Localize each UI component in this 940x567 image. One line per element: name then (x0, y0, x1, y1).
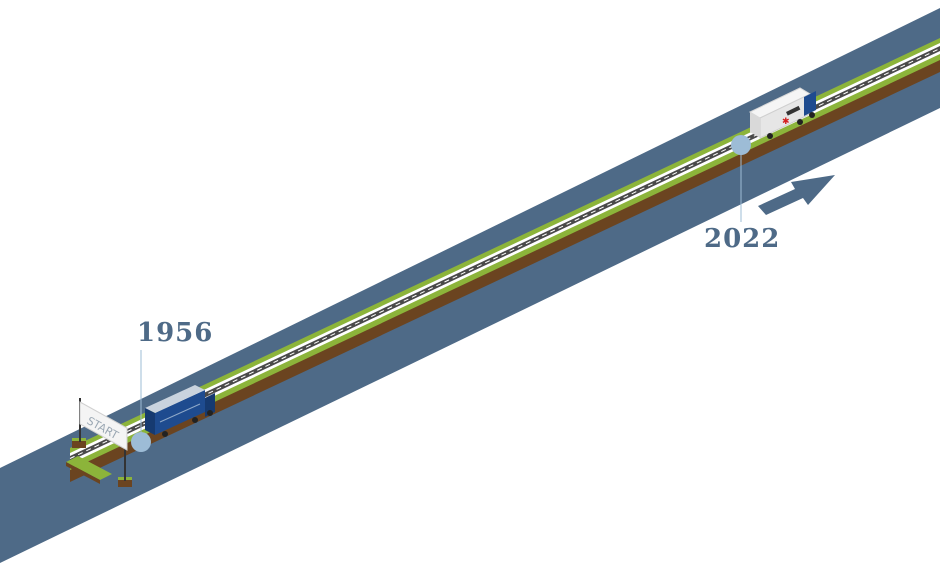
start-banner: START (72, 398, 132, 487)
milestone-2022-marker (731, 135, 751, 155)
modern-truck-logo-mark: ✱ (782, 117, 790, 127)
modern-truck-wheel-3 (809, 112, 815, 118)
vintage-truck-top (145, 385, 205, 413)
milestone-1956-marker (131, 432, 151, 452)
road (66, 38, 940, 484)
modern-truck-icon: ✱ (748, 87, 816, 139)
start-post-right-base (118, 479, 132, 487)
vintage-truck-wheel-1 (162, 431, 168, 437)
vintage-truck-icon (145, 385, 215, 437)
vintage-truck-cab (205, 393, 215, 417)
vintage-truck-front (145, 408, 155, 435)
modern-truck-front (750, 112, 760, 138)
start-sign-panel (79, 401, 128, 451)
start-platform (66, 456, 112, 480)
road-soil-edge (70, 58, 940, 482)
milestone-1956-year: 1956 (137, 318, 214, 348)
arrow-up-right-icon (758, 175, 835, 215)
modern-truck-wheel-2 (797, 119, 803, 125)
milestone-2022-year: 2022 (704, 224, 781, 254)
modern-truck-logo (785, 105, 801, 116)
vintage-truck-wheel-3 (207, 410, 213, 416)
start-post-left-base (72, 440, 86, 448)
vintage-truck-wheel-2 (192, 417, 198, 423)
modern-truck-cab (804, 91, 816, 116)
start-platform-side (66, 462, 100, 484)
direction-arrow-shape (758, 175, 835, 215)
vintage-truck-stripe (159, 403, 201, 423)
modern-truck-wheel-1 (767, 133, 773, 139)
